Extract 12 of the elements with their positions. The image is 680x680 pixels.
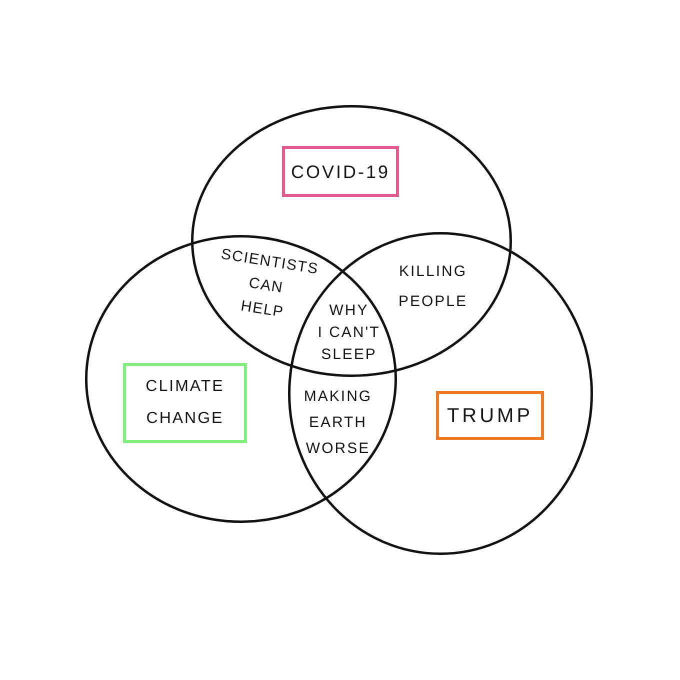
category-frame xyxy=(123,363,247,443)
category-label: COVID-19 xyxy=(290,160,390,182)
category-label: CLIMATE CHANGE xyxy=(146,377,224,429)
overlap-label: SCIENTISTS CAN HELP xyxy=(218,244,320,323)
venn-circle xyxy=(85,235,397,523)
category-label: TRUMP xyxy=(446,404,534,428)
category-frame xyxy=(282,146,399,197)
overlap-label: KILLING PEOPLE xyxy=(398,262,468,312)
overlap-label: WHY I CAN'T SLEEP xyxy=(318,301,380,365)
venn-circle xyxy=(191,105,512,377)
category-frame xyxy=(436,391,544,440)
overlap-label: MAKING EARTH WORSE xyxy=(304,387,372,459)
